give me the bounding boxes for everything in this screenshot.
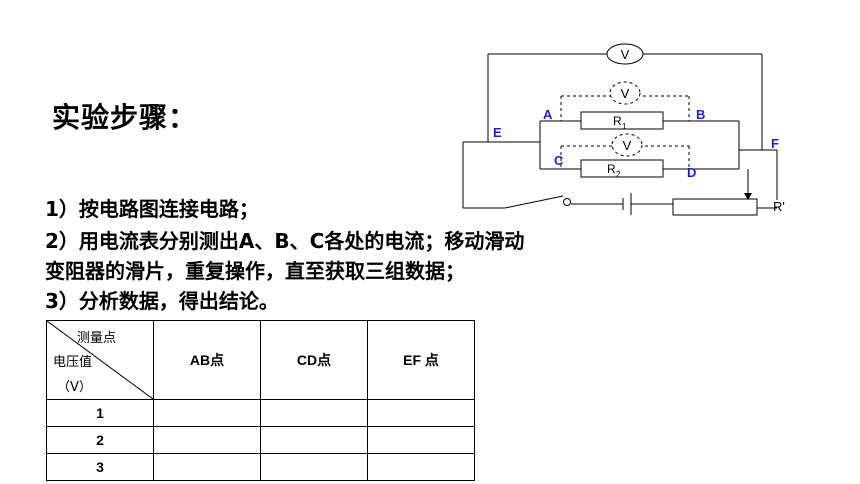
circuit-diagram: V V V R 1 R 2 R' A B C D E F bbox=[462, 43, 785, 216]
row-index: 1 bbox=[46, 399, 154, 427]
header-ef: EF 点 bbox=[367, 320, 475, 400]
corner-top-label: 测量点 bbox=[77, 331, 117, 346]
corner-diagonal bbox=[47, 321, 153, 399]
r1-label: R bbox=[613, 114, 622, 128]
top-voltmeter-label: V bbox=[621, 47, 630, 62]
header-ab: AB点 bbox=[153, 320, 261, 400]
r2-subscript: 2 bbox=[616, 170, 621, 179]
step-2-continued: 变阻器的滑片，重复操作，直至获取三组数据； bbox=[45, 259, 465, 283]
table-row: 3 bbox=[46, 453, 475, 481]
voltage-table: 测量点 电压值 （V） AB点 CD点 EF 点 1 2 3 bbox=[46, 320, 475, 481]
point-c-label: C bbox=[554, 153, 564, 168]
row-index: 2 bbox=[46, 426, 154, 454]
ab-voltmeter-label: V bbox=[621, 86, 630, 101]
page-title: 实验步骤： bbox=[52, 101, 198, 134]
point-d-label: D bbox=[687, 165, 696, 180]
table-cell[interactable] bbox=[367, 399, 475, 427]
table-cell[interactable] bbox=[367, 426, 475, 454]
step-1: 1）按电路图连接电路； bbox=[45, 197, 259, 221]
corner-mid-label: 电压值 bbox=[53, 355, 93, 370]
table-cell[interactable] bbox=[153, 453, 261, 481]
point-a-label: A bbox=[543, 107, 553, 122]
r1-subscript: 1 bbox=[622, 122, 627, 131]
table-row: 1 bbox=[46, 399, 475, 427]
table-cell[interactable] bbox=[260, 399, 368, 427]
table-row: 2 bbox=[46, 426, 475, 454]
point-b-label: B bbox=[696, 107, 705, 122]
table-cell[interactable] bbox=[367, 453, 475, 481]
point-e-label: E bbox=[493, 125, 502, 140]
header-cd: CD点 bbox=[260, 320, 368, 400]
step-2: 2）用电流表分别测出A、B、C各处的电流；移动滑动 bbox=[45, 229, 525, 253]
table-cell[interactable] bbox=[260, 426, 368, 454]
rheostat-label: R' bbox=[773, 199, 785, 214]
table-cell[interactable] bbox=[260, 453, 368, 481]
corner-bot-label: （V） bbox=[57, 380, 92, 395]
table-cell[interactable] bbox=[153, 426, 261, 454]
point-f-label: F bbox=[771, 136, 779, 151]
step-3: 3）分析数据，得出结论。 bbox=[45, 289, 279, 313]
row-index: 3 bbox=[46, 453, 154, 481]
r2-label: R bbox=[607, 162, 616, 176]
table-cell[interactable] bbox=[153, 399, 261, 427]
table-corner-header: 测量点 电压值 （V） bbox=[46, 320, 154, 400]
cd-voltmeter-label: V bbox=[623, 138, 632, 153]
